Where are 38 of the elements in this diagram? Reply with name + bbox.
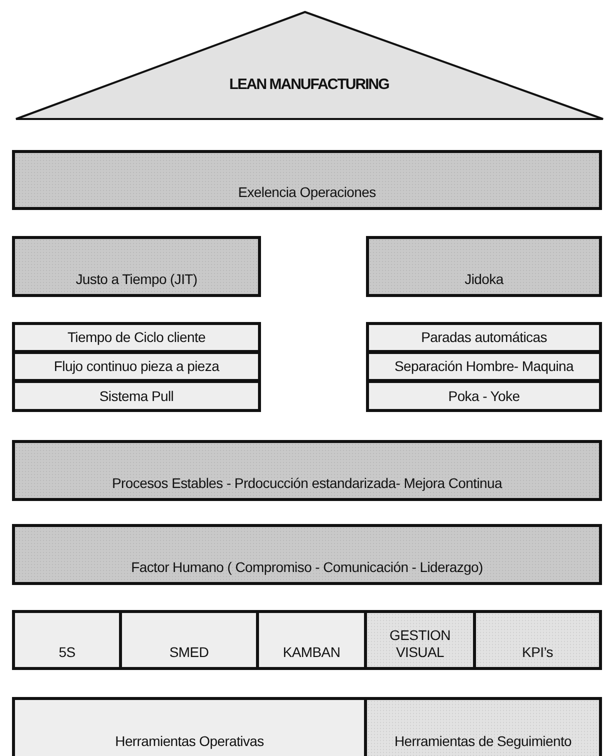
pillar-box xyxy=(12,236,261,297)
box-label: Justo a Tiempo (JIT) xyxy=(76,271,198,288)
pillar-box xyxy=(12,610,122,670)
box-label: KAMBAN xyxy=(282,644,340,661)
pillar-box xyxy=(366,351,602,382)
pillar-box xyxy=(119,610,259,670)
box-label: Jidoka xyxy=(464,271,504,288)
pillar-box xyxy=(364,697,602,756)
box-label: Paradas automáticas xyxy=(421,329,547,346)
box-label: Exelencia Operaciones xyxy=(238,184,376,201)
pillar-box xyxy=(12,697,367,756)
pillar-box xyxy=(12,150,602,210)
pillar-box xyxy=(256,610,367,670)
box-label: Herramientas de Seguimiento xyxy=(394,733,572,750)
box-label: SMED xyxy=(169,644,209,661)
pillar-box xyxy=(366,322,602,353)
pillar-box xyxy=(12,322,261,353)
roof-title: LEAN MANUFACTURING xyxy=(229,76,389,93)
box-label: Separación Hombre- Maquina xyxy=(394,358,574,375)
pillar-box xyxy=(12,524,602,585)
box-label: 5S xyxy=(58,644,76,661)
box-label: KPI’s xyxy=(522,644,553,661)
box-label: Sistema Pull xyxy=(99,388,174,404)
box-label: Herramientas Operativas xyxy=(115,733,264,750)
pillar-box xyxy=(473,610,602,670)
pillar-box xyxy=(12,380,261,412)
box-label: GESTION VISUAL xyxy=(388,627,452,661)
roof-triangle xyxy=(14,10,604,121)
box-label: Tiempo de Ciclo cliente xyxy=(67,329,206,346)
pillar-box xyxy=(12,440,602,501)
pillar-box xyxy=(366,380,602,412)
box-label: Poka - Yoke xyxy=(448,388,520,404)
box-label: Flujo continuo pieza a pieza xyxy=(54,358,220,375)
pillar-box xyxy=(364,610,476,670)
pillar-box xyxy=(12,351,261,382)
box-label: Procesos Estables - Prdocucción estandarizada- Mejora Continua xyxy=(112,475,502,492)
pillar-box xyxy=(366,236,602,297)
box-label: Factor Humano ( Compromiso - Comunicación - Liderazgo) xyxy=(131,559,483,576)
